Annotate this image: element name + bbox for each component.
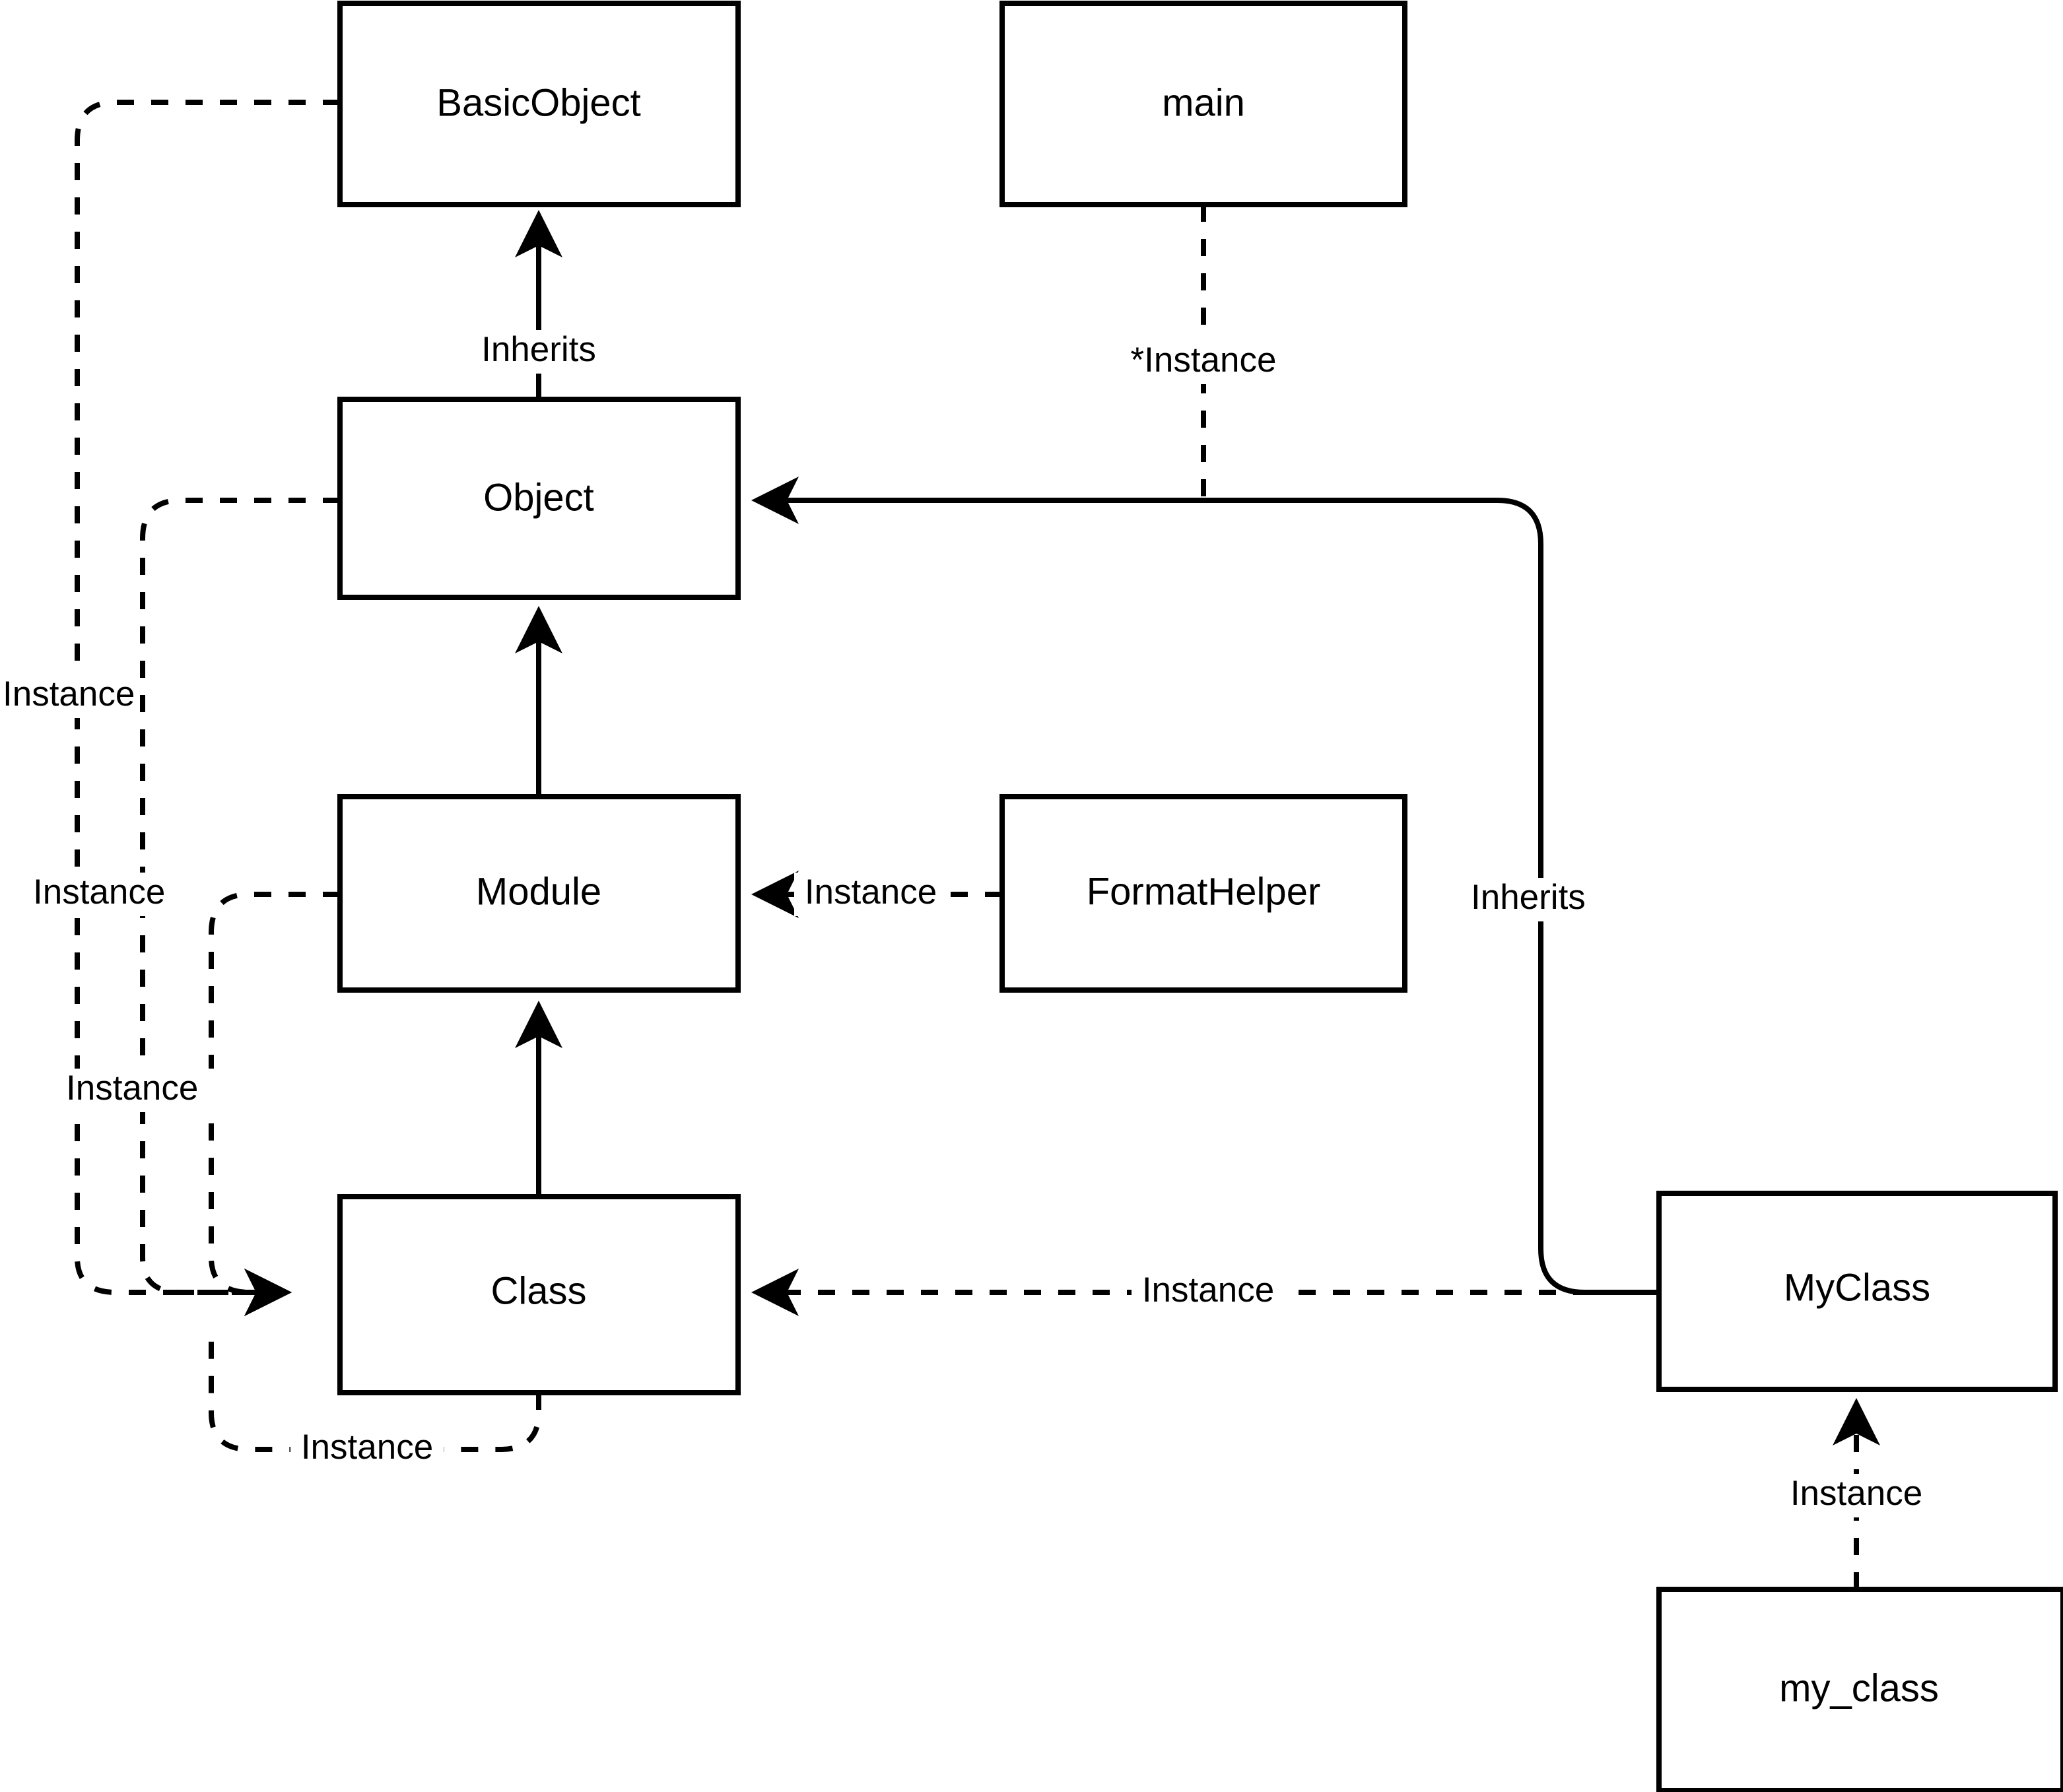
node-box-myclass[interactable] <box>1656 1191 2058 1392</box>
edge-label-inherits-myclass-object: Inherits <box>1471 878 1586 917</box>
node-class[interactable]: Class <box>337 1194 741 1395</box>
node-object[interactable]: Object <box>337 397 741 600</box>
edge-myclass-instance-my-class: Instance <box>1780 1398 1933 1589</box>
edge-label-instance-object-class: Instance <box>33 873 165 912</box>
edge-main-instance-object: *Instance <box>1122 205 1287 503</box>
node-label-object: Object <box>483 476 594 519</box>
edge-object-instance-class: Instance <box>30 498 340 1316</box>
edge-label-instance-myclass-class: Instance <box>1142 1271 1274 1310</box>
node-label-module: Module <box>476 870 601 913</box>
edge-module-instance-class: Instance <box>63 892 340 1316</box>
edge-module-inherits-object: Inherits <box>462 330 615 797</box>
edge-label-instance-class-self: Instance <box>301 1428 433 1467</box>
edge-basicobject-instance-class: Instance <box>0 100 340 1316</box>
edge-label-inherits-module-object: Inherits <box>481 330 596 369</box>
edge-formathelper-instance-module: Instance <box>751 871 1002 918</box>
node-box-object[interactable] <box>337 397 741 600</box>
edge-label-instance-formathelper-module: Instance <box>805 873 937 912</box>
edge-myclass-inherits-object: Inherits <box>751 477 1659 1295</box>
node-myclass[interactable]: MyClass <box>1656 1191 2058 1392</box>
node-box-main[interactable] <box>999 1 1407 207</box>
edge-label-instance-basicobject-class: Instance <box>3 675 135 713</box>
node-module[interactable]: Module <box>337 794 741 993</box>
node-my-class[interactable]: my_class <box>1656 1587 2063 1792</box>
node-box-basicobject[interactable] <box>337 1 741 207</box>
node-label-class: Class <box>490 1269 586 1312</box>
node-formathelper[interactable]: FormatHelper <box>999 794 1407 993</box>
node-box-my-class[interactable] <box>1656 1587 2063 1792</box>
node-main[interactable]: main <box>999 1 1407 207</box>
node-label-formathelper: FormatHelper <box>1087 870 1321 913</box>
node-box-module[interactable] <box>337 794 741 993</box>
node-label-myclass: MyClass <box>1784 1266 1930 1309</box>
node-box-formathelper[interactable] <box>999 794 1407 993</box>
node-label-my-class: my_class <box>1779 1667 1939 1709</box>
edge-label-instance-module-class: Instance <box>66 1069 198 1108</box>
node-label-main: main <box>1162 81 1245 124</box>
edge-myclass-instance-class: Instance <box>751 1269 1659 1316</box>
node-basicobject[interactable]: BasicObject <box>337 1 741 207</box>
edge-label-instance-my-class-myclass: Instance <box>1790 1474 1922 1513</box>
node-box-class[interactable] <box>337 1194 741 1395</box>
node-label-basicobject: BasicObject <box>436 81 640 124</box>
edge-label-star-instance-main: *Instance <box>1131 341 1277 380</box>
edge-class-instance-class: Instance <box>209 1327 541 1471</box>
